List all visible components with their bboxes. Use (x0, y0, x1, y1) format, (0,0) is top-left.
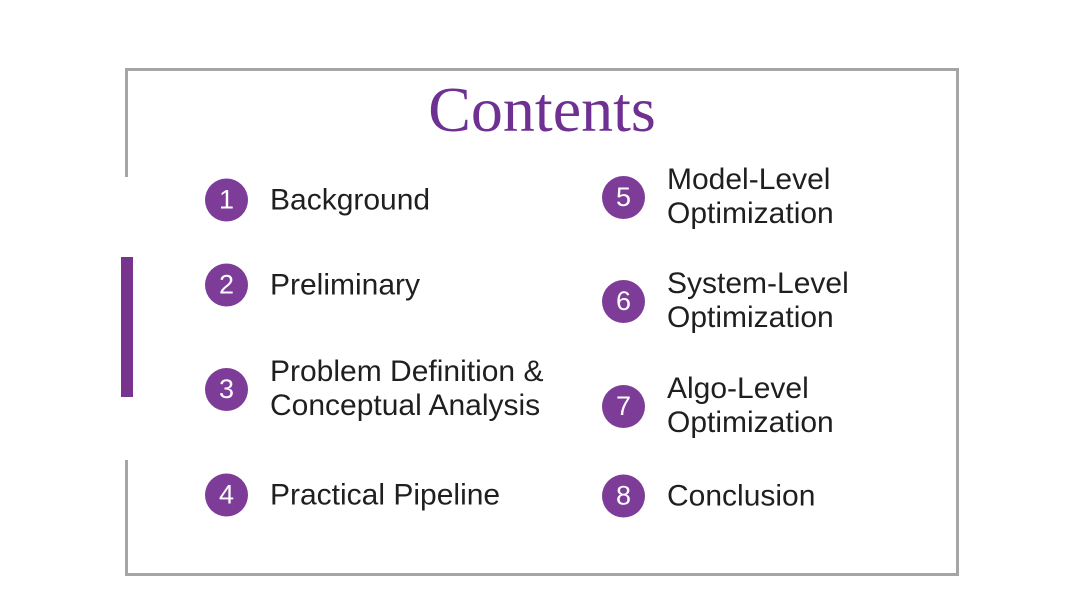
item-number-badge: 5 (602, 175, 645, 219)
item-label: Practical Pipeline (270, 478, 501, 511)
toc-item-practical-pipeline: 4 Practical Pipeline (205, 473, 570, 517)
item-number-badge: 3 (205, 367, 248, 411)
item-label: Model-Level Optimization (667, 163, 834, 230)
item-label: Background (270, 183, 431, 216)
page-title: Contents (428, 74, 656, 145)
item-number-badge: 6 (602, 279, 645, 323)
item-number-badge: 8 (602, 474, 645, 518)
purple-accent-bar (121, 257, 133, 397)
toc-item-algo-level-optimization: 7 Algo-Level Optimization (602, 372, 917, 440)
item-label: System-Level Optimization (667, 267, 849, 334)
item-label: Algo-Level Optimization (667, 372, 834, 439)
item-number-badge: 1 (205, 178, 248, 222)
toc-item-preliminary: 2 Preliminary (205, 263, 570, 307)
item-number-badge: 4 (205, 473, 248, 517)
toc-item-conclusion: 8 Conclusion (602, 474, 917, 518)
toc-item-problem-definition: 3 Problem Definition & Conceptual Analys… (205, 355, 570, 423)
toc-item-background: 1 Background (205, 178, 570, 222)
item-number-badge: 2 (205, 263, 248, 307)
item-number-badge: 7 (602, 384, 645, 428)
toc-item-model-level-optimization: 5 Model-Level Optimization (602, 163, 917, 231)
item-label: Problem Definition & Conceptual Analysis (270, 355, 544, 422)
item-label: Conclusion (667, 479, 816, 512)
toc-item-system-level-optimization: 6 System-Level Optimization (602, 267, 917, 335)
item-label: Preliminary (270, 268, 421, 301)
slide-frame-border (125, 68, 959, 576)
